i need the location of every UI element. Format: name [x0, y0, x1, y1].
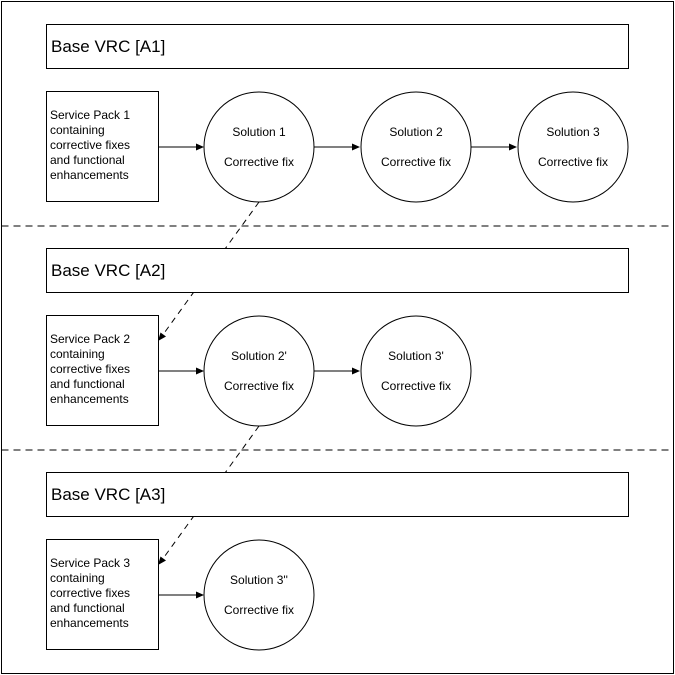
base-vrc-title: Base VRC [A3] [51, 485, 165, 504]
arrowhead [196, 143, 204, 151]
solution-type: Corrective fix [224, 603, 294, 617]
solution-name: Solution 3'' [230, 573, 288, 587]
solution-node [517, 91, 629, 203]
service-pack-box [46, 315, 159, 426]
service-pack-line: enhancements [50, 392, 129, 406]
arrowhead [158, 332, 166, 341]
service-pack-line: enhancements [50, 168, 129, 182]
service-pack-line: Service Pack 1 [50, 108, 130, 122]
arrowhead [352, 143, 360, 151]
service-pack-line: and functional [50, 377, 125, 391]
solution-name: Solution 2 [389, 125, 443, 139]
service-pack-line: containing [50, 571, 105, 585]
section-a3: Base VRC [A3] Service Pack 3 containing … [46, 472, 629, 651]
service-pack-line: corrective fixes [50, 586, 130, 600]
solution-type: Corrective fix [224, 155, 294, 169]
solution-name: Solution 3 [546, 125, 600, 139]
solution-name: Solution 1 [232, 125, 286, 139]
service-pack-line: enhancements [50, 616, 129, 630]
base-vrc-box [46, 472, 629, 517]
solution-type: Corrective fix [381, 379, 451, 393]
arrowhead [196, 591, 204, 599]
solution-node [360, 91, 472, 203]
service-pack-line: containing [50, 123, 105, 137]
arrowhead [352, 367, 360, 375]
service-pack-box [46, 91, 159, 202]
solution-name: Solution 2' [231, 349, 287, 363]
solution-type: Corrective fix [224, 379, 294, 393]
base-vrc-box [46, 248, 629, 293]
solution-node [203, 539, 315, 651]
service-pack-line: Service Pack 3 [50, 556, 130, 570]
solution-type: Corrective fix [381, 155, 451, 169]
base-vrc-box [46, 24, 629, 69]
service-pack-line: and functional [50, 153, 125, 167]
service-pack-line: and functional [50, 601, 125, 615]
section-a1: Base VRC [A1] Service Pack 1 containing … [46, 24, 629, 203]
arrowhead [509, 143, 517, 151]
solution-name: Solution 3' [388, 349, 444, 363]
arrowhead [158, 556, 166, 565]
solution-node [203, 91, 315, 203]
arrowhead [196, 367, 204, 375]
service-pack-line: corrective fixes [50, 362, 130, 376]
base-vrc-title: Base VRC [A2] [51, 261, 165, 280]
solution-node [203, 315, 315, 427]
service-pack-line: corrective fixes [50, 138, 130, 152]
service-pack-line: containing [50, 347, 105, 361]
base-vrc-title: Base VRC [A1] [51, 37, 165, 56]
solution-type: Corrective fix [538, 155, 608, 169]
section-a2: Base VRC [A2] Service Pack 2 containing … [46, 248, 629, 427]
service-pack-box [46, 539, 159, 650]
service-pack-line: Service Pack 2 [50, 332, 130, 346]
solution-node [360, 315, 472, 427]
